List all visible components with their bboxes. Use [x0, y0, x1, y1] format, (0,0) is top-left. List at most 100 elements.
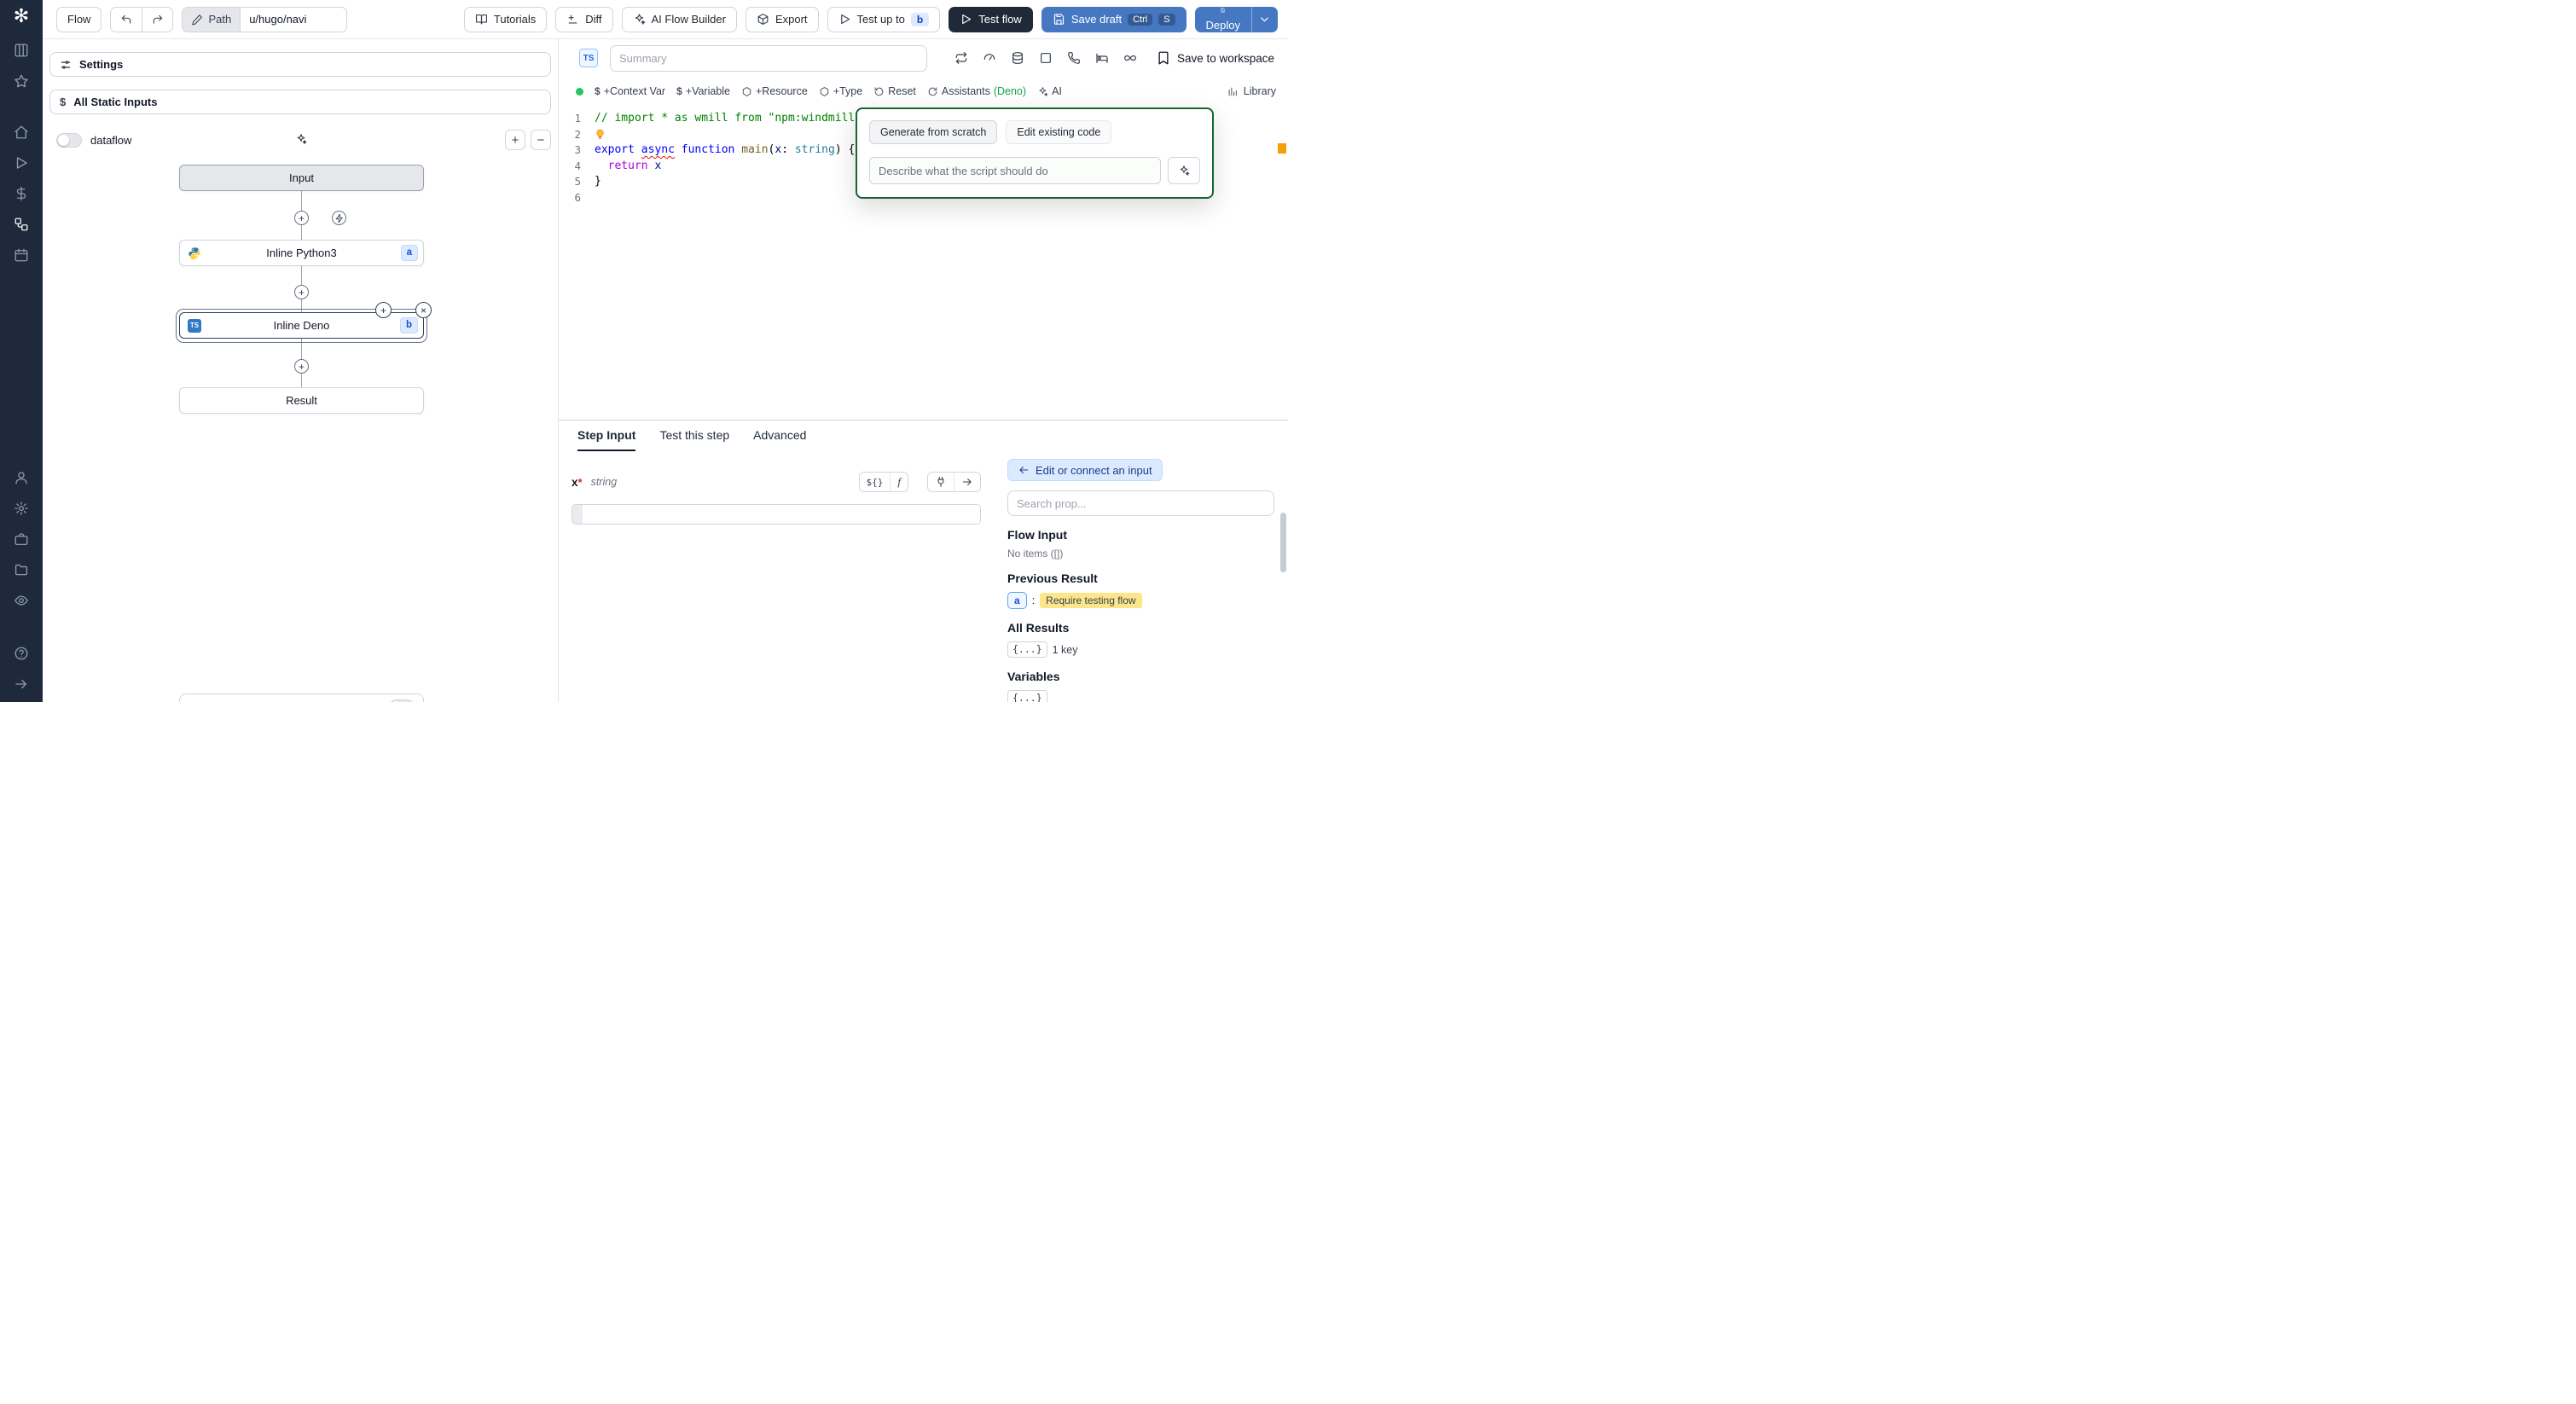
ai-button[interactable]: AI — [1037, 85, 1062, 97]
diff-button[interactable]: Diff — [555, 6, 613, 32]
edit-or-connect-button[interactable]: Edit or connect an input — [1007, 459, 1163, 481]
deploy-button[interactable]: Deploy — [1194, 6, 1251, 32]
save-to-workspace-button[interactable]: Save to workspace — [1156, 50, 1274, 66]
tab-advanced[interactable]: Advanced — [753, 428, 807, 442]
input-node[interactable]: Input — [179, 165, 424, 191]
object-badge[interactable]: {...} — [1007, 641, 1047, 658]
python-step-node[interactable]: Inline Python3 a — [179, 240, 424, 266]
variables-title: Variables — [1007, 670, 1060, 683]
graph-ai-wand-button[interactable] — [290, 128, 312, 150]
flow-mode-label: Flow — [67, 13, 91, 26]
gauge-icon[interactable] — [983, 51, 996, 65]
add-variable-button[interactable]: $+Variable — [676, 85, 730, 97]
home-icon[interactable] — [7, 119, 36, 145]
zoom-out-button[interactable]: − — [531, 130, 551, 150]
all-static-inputs-button[interactable]: $ All Static Inputs — [49, 90, 551, 114]
save-draft-button[interactable]: Save draft Ctrl S — [1041, 6, 1186, 32]
ai-generate-button[interactable] — [1168, 157, 1200, 184]
insert-step-button[interactable]: + — [294, 285, 309, 299]
user-icon[interactable] — [7, 465, 36, 490]
path-input[interactable] — [249, 13, 339, 26]
reset-button[interactable]: Reset — [873, 85, 916, 97]
export-button[interactable]: Export — [745, 6, 819, 32]
bed-icon[interactable] — [1095, 51, 1109, 65]
star-icon[interactable] — [7, 68, 36, 94]
delete-step-button[interactable]: × — [415, 302, 432, 318]
arrow-right-button[interactable] — [954, 473, 980, 491]
package-icon — [757, 14, 769, 25]
props-scrollbar[interactable] — [1280, 513, 1286, 572]
require-testing-note: Require testing flow — [1040, 593, 1142, 608]
test-flow-button[interactable]: Test flow — [949, 6, 1033, 32]
ai-prompt-input[interactable] — [869, 157, 1161, 184]
generate-from-scratch-button[interactable]: Generate from scratch — [869, 120, 998, 144]
deno-step-node[interactable]: TS Inline Deno b — [179, 312, 424, 339]
add-resource-button[interactable]: +Resource — [741, 85, 808, 97]
add-step-after-button[interactable]: + — [375, 302, 392, 318]
help-icon[interactable] — [7, 641, 36, 666]
workers-icon[interactable] — [7, 526, 36, 552]
collapse-icon[interactable] — [7, 671, 36, 697]
search-prop-input[interactable] — [1007, 490, 1274, 516]
library-button[interactable]: Library — [1227, 85, 1276, 97]
database-icon[interactable] — [1011, 51, 1024, 65]
ai-popup-tabs: Generate from scratch Edit existing code — [869, 120, 1200, 144]
edit-existing-code-button[interactable]: Edit existing code — [1006, 120, 1112, 144]
test-up-to-button[interactable]: Test up to b — [827, 6, 941, 32]
runs-icon[interactable] — [7, 150, 36, 176]
add-type-button[interactable]: +Type — [819, 85, 862, 97]
sparkles-icon — [297, 134, 307, 144]
x-value-input[interactable] — [583, 505, 980, 524]
app-root: ✻ Flow — [0, 0, 1288, 702]
dollar-icon: $ — [676, 85, 682, 97]
insert-step-button[interactable]: + — [294, 211, 309, 225]
result-node[interactable]: Result — [179, 387, 424, 414]
dataflow-toggle[interactable] — [56, 133, 82, 148]
infinity-icon[interactable] — [1123, 51, 1137, 65]
columns-icon[interactable] — [7, 38, 36, 63]
tab-test-this-step[interactable]: Test this step — [659, 428, 730, 442]
assistants-lang-label: (Deno) — [993, 85, 1027, 97]
insert-branch-button[interactable] — [332, 211, 346, 225]
flow-mode-button[interactable]: Flow — [56, 6, 102, 32]
assistants-button[interactable]: Assistants(Deno) — [927, 85, 1026, 97]
deploy-more-button[interactable] — [1251, 6, 1278, 32]
tab-step-input[interactable]: Step Input — [577, 421, 636, 451]
template-mode-button[interactable]: ${} — [859, 473, 891, 491]
error-handler-toggle[interactable] — [389, 699, 415, 702]
ai-flow-builder-button[interactable]: AI Flow Builder — [621, 6, 737, 32]
settings-icon[interactable] — [7, 496, 36, 521]
function-mode-button[interactable]: f — [890, 473, 908, 491]
package-icon — [742, 86, 751, 96]
previous-step-badge[interactable]: a — [1007, 592, 1027, 609]
summary-input[interactable] — [610, 44, 927, 72]
zoom-in-button[interactable]: + — [505, 130, 525, 150]
flow-settings-button[interactable]: Settings — [49, 52, 551, 77]
plug-button[interactable] — [928, 473, 954, 491]
tutorials-button[interactable]: Tutorials — [463, 6, 548, 32]
value-editor-gutter — [572, 505, 583, 524]
phone-icon[interactable] — [1067, 51, 1081, 65]
redo-button[interactable] — [142, 7, 172, 32]
step-detail-panel: Step Input Test this step Advanced x * s… — [559, 420, 1288, 702]
object-badge[interactable]: {...} — [1007, 690, 1047, 702]
error-handler-button[interactable]: Error Handler — [179, 693, 424, 702]
folders-icon[interactable] — [7, 557, 36, 583]
variables-icon[interactable] — [7, 181, 36, 206]
add-context-var-button[interactable]: $+Context Var — [595, 85, 666, 97]
square-icon[interactable] — [1039, 51, 1053, 65]
test-up-to-label: Test up to — [856, 13, 905, 26]
repeat-icon[interactable] — [954, 51, 968, 65]
insert-step-button[interactable]: + — [294, 359, 309, 374]
flows-icon[interactable] — [7, 212, 36, 237]
schedules-icon[interactable] — [7, 242, 36, 268]
flow-input-title: Flow Input — [1007, 528, 1067, 542]
windmill-logo[interactable]: ✻ — [13, 5, 30, 26]
audit-icon[interactable] — [7, 588, 36, 613]
undo-button[interactable] — [111, 8, 142, 32]
key-count: 1 key — [1052, 643, 1078, 656]
path-edit-button[interactable]: Path — [183, 7, 241, 32]
export-label: Export — [775, 13, 808, 26]
